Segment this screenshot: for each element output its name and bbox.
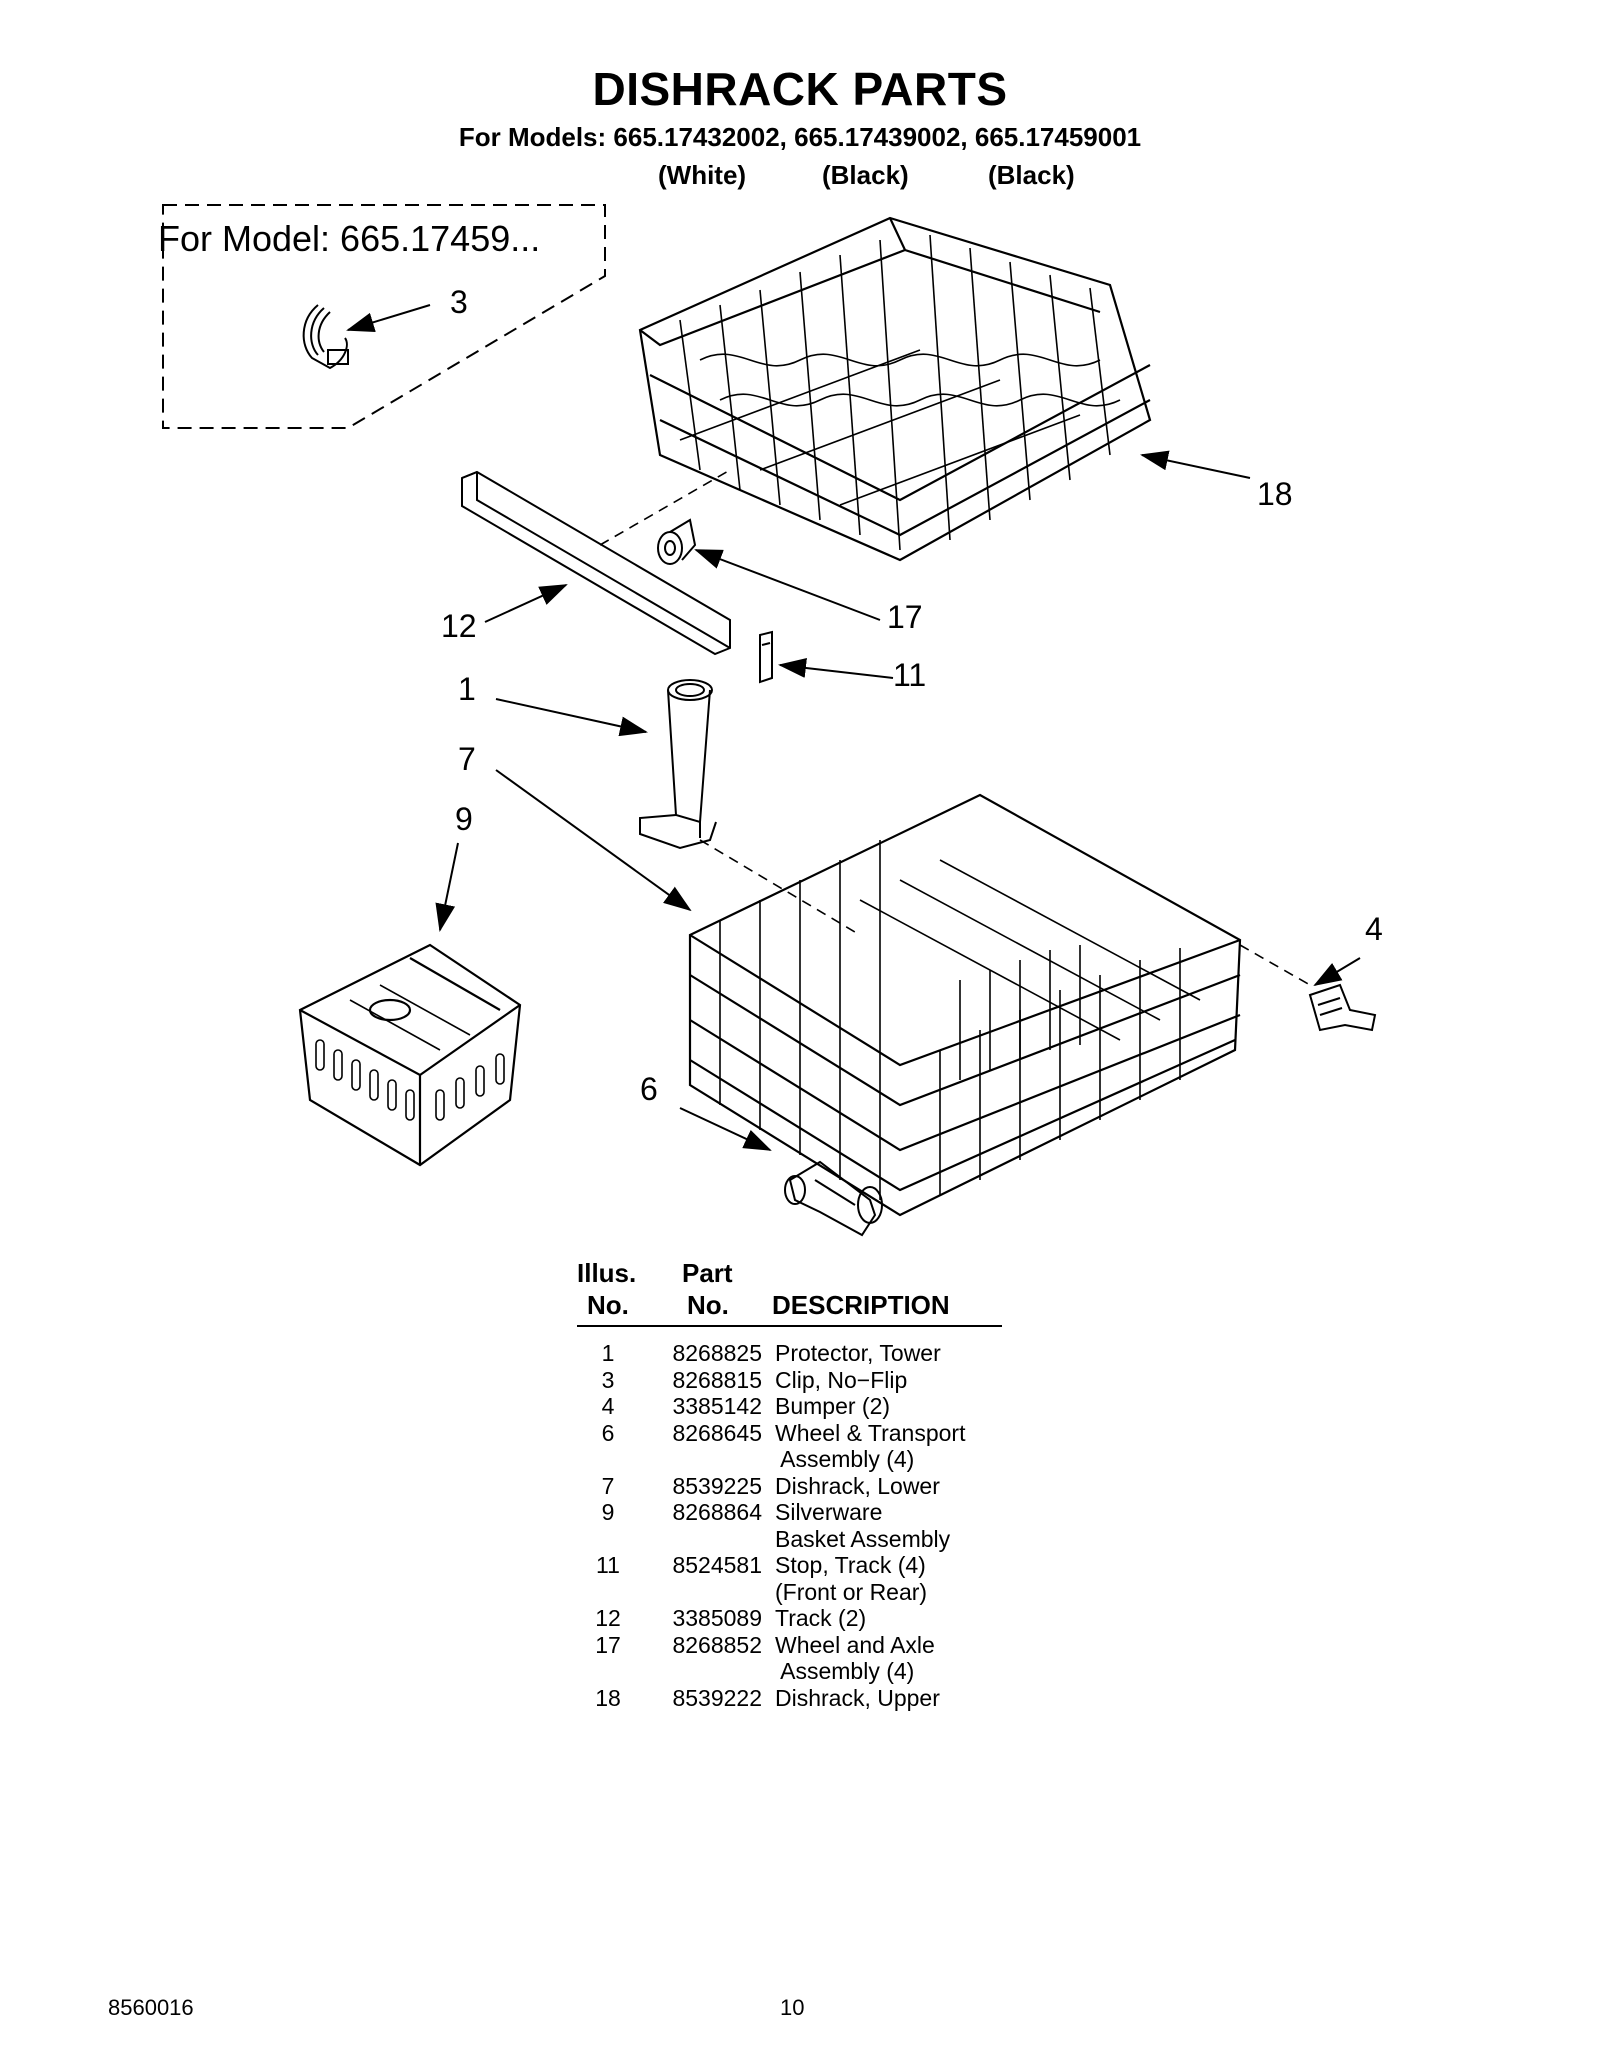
callout-1: 1 xyxy=(458,671,476,707)
table-cell-desc: (Front or Rear) xyxy=(775,1578,928,1605)
header-part-2: No. xyxy=(687,1290,729,1320)
leader-arrows xyxy=(346,304,1361,1151)
document-number: 8560016 xyxy=(108,1995,194,2020)
table-cell-desc: Dishrack, Upper xyxy=(775,1684,940,1711)
track-stop-part xyxy=(759,630,773,684)
models-line: For Models: 665.17432002, 665.17439002, … xyxy=(458,122,1142,152)
table-cell-part: 8268815 xyxy=(672,1366,762,1393)
table-cell-illus: 17 xyxy=(595,1631,621,1658)
upper-dishrack-part xyxy=(638,216,1152,562)
table-cell-part: 8268825 xyxy=(672,1340,762,1366)
table-cell-part: 3385142 xyxy=(672,1393,762,1419)
callout-12: 12 xyxy=(441,608,477,644)
table-cell-illus: 11 xyxy=(596,1552,620,1578)
table-cell-part: 8268645 xyxy=(672,1419,762,1446)
bumper-part xyxy=(1308,983,1377,1032)
page-title: DISHRACK PARTS xyxy=(592,63,1008,115)
table-cell-part: 8539222 xyxy=(672,1684,762,1711)
wheel-transport-part xyxy=(784,1160,883,1237)
table-cell-desc: Stop, Track (4) xyxy=(775,1552,926,1578)
table-cell-desc: Track (2) xyxy=(775,1605,867,1631)
page-number: 10 xyxy=(780,1995,805,2020)
table-cell-desc: Wheel & Transport xyxy=(775,1419,966,1446)
table-cell-illus: 3 xyxy=(601,1366,615,1393)
inset-model-label: For Model: 665.17459... xyxy=(158,218,541,259)
table-cell-desc: Assembly (4) xyxy=(775,1658,915,1684)
variant-white: (White) xyxy=(658,160,747,190)
table-cell-desc: Dishrack, Lower xyxy=(775,1472,940,1499)
callout-7: 7 xyxy=(458,741,476,777)
table-cell-desc: Assembly (4) xyxy=(775,1446,915,1472)
table-cell-part: 8268852 xyxy=(672,1631,762,1658)
callout-11: 11 xyxy=(893,657,926,693)
variant-black-1: (Black) xyxy=(822,160,909,190)
table-cell-illus: 7 xyxy=(601,1472,615,1499)
header-illus-1: Illus. xyxy=(577,1258,637,1288)
table-cell-desc: Wheel and Axle xyxy=(775,1631,935,1658)
lower-dishrack-part xyxy=(688,793,1242,1217)
wheel-axle-part xyxy=(657,518,697,565)
table-cell-part: 8524581 xyxy=(672,1552,762,1578)
table-cell-illus: 1 xyxy=(601,1340,615,1366)
table-cell-desc: Clip, No−Flip xyxy=(775,1366,908,1393)
callout-3: 3 xyxy=(450,284,468,320)
table-cell-illus: 18 xyxy=(595,1684,621,1711)
table-cell-part: 3385089 xyxy=(672,1605,762,1631)
assembly-lines xyxy=(599,469,1311,986)
callout-17: 17 xyxy=(887,599,923,635)
table-cell-desc: Protector, Tower xyxy=(775,1340,941,1366)
header-description: DESCRIPTION xyxy=(772,1290,950,1320)
inset-box xyxy=(162,204,606,429)
table-cell-part: 8539225 xyxy=(672,1472,762,1499)
clip-no-flip-part xyxy=(302,304,349,370)
table-cell-illus: 9 xyxy=(601,1499,615,1525)
track-part xyxy=(461,470,731,656)
table-cell-illus: 4 xyxy=(601,1393,615,1419)
header-part-1: Part xyxy=(682,1258,733,1288)
callout-6: 6 xyxy=(640,1071,658,1107)
callout-9: 9 xyxy=(455,801,473,837)
table-cell-desc: Bumper (2) xyxy=(775,1393,891,1419)
variant-black-2: (Black) xyxy=(988,160,1075,190)
exploded-parts-diagram: 3 18 12 17 11 1 7 9 4 6 xyxy=(162,204,1383,1237)
silverware-basket-part xyxy=(298,943,522,1167)
callout-18: 18 xyxy=(1257,476,1293,512)
table-cell-illus: 6 xyxy=(601,1419,615,1446)
table-cell-illus: 12 xyxy=(595,1605,621,1631)
table-cell-part: 8268864 xyxy=(672,1499,762,1525)
table-header-rule xyxy=(577,1325,1002,1327)
header-illus-2: No. xyxy=(587,1290,629,1320)
tower-protector-part xyxy=(639,679,717,850)
table-cell-desc: Basket Assembly xyxy=(775,1525,951,1552)
callout-4: 4 xyxy=(1365,911,1383,947)
table-cell-desc: Silverware xyxy=(775,1499,883,1525)
